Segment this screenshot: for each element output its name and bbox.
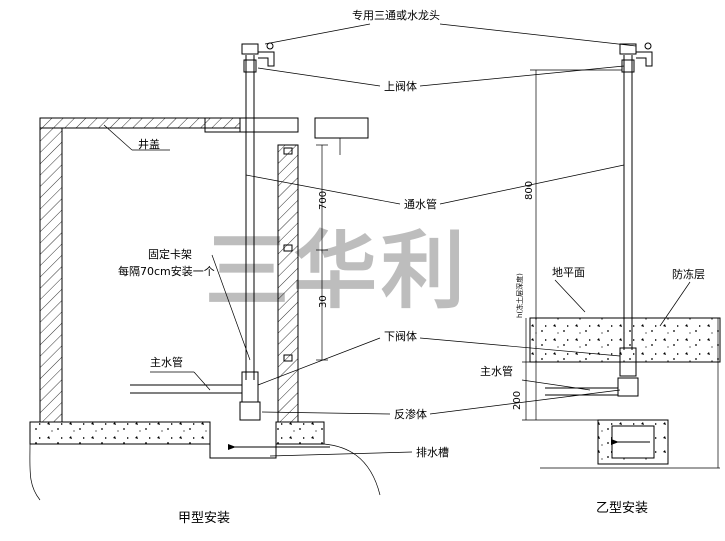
leader-pipe-a (245, 174, 401, 205)
label-anti-seep: 反渗体 (394, 407, 427, 421)
label-upper-valve: 上阀体 (384, 79, 417, 93)
leader-faucet-a (264, 23, 371, 45)
sink (314, 117, 369, 139)
right-wall (277, 144, 299, 423)
faucet-spout-b (636, 51, 653, 67)
leader-pipe-b (439, 164, 625, 205)
label-main-pipe-a: 主水管 (150, 355, 183, 369)
label-bracket-1: 固定卡架 (148, 247, 192, 261)
leader-lower-a (257, 337, 381, 386)
leader-ground (554, 279, 586, 313)
leader-main-a2 (193, 371, 211, 391)
cover-frame-right (239, 117, 299, 133)
watermark: 三华利 (205, 222, 469, 320)
type-a-assembly (29, 42, 381, 501)
ground-curves (29, 443, 381, 501)
faucet-body (241, 43, 259, 55)
dim-800: 800 (524, 181, 535, 200)
leader-bracket (211, 254, 251, 361)
frost-depth-label: h(冻土层深度) (515, 273, 524, 318)
dim-700: 700 (318, 191, 329, 210)
leader-upper-a (257, 67, 381, 87)
label-well-cover: 井盖 (138, 137, 160, 151)
label-main-pipe-b: 主水管 (480, 364, 513, 378)
leader-lower-b (419, 337, 621, 357)
label-drain-channel: 排水槽 (416, 445, 449, 459)
leader-cover (103, 124, 133, 151)
anti-seep-body (239, 401, 261, 421)
label-frost-layer: 防冻层 (672, 267, 705, 281)
anti-seep-body-b (617, 377, 639, 397)
dim-200: 200 (512, 391, 523, 410)
faucet-handle-b (644, 42, 652, 50)
leader-main-b (521, 379, 591, 391)
lower-valve-b (619, 347, 637, 377)
upper-valve-b (621, 59, 635, 73)
leader-lines (103, 23, 691, 457)
leader-anti-a (261, 411, 391, 415)
faucet-spout (258, 51, 275, 67)
leader-frost (659, 281, 691, 327)
label-ground: 地平面 (552, 266, 585, 279)
label-through-pipe: 通水管 (404, 197, 437, 211)
label-lower-valve: 下阀体 (384, 329, 417, 343)
frost-layer-block (529, 317, 721, 363)
bracket-1 (283, 147, 293, 155)
leader-anti-b (429, 389, 621, 415)
leader-upper-b (419, 65, 625, 87)
leader-faucet-b (439, 23, 637, 47)
leader-drain (269, 451, 413, 457)
label-bracket-2: 每隔70cm安装一个 (118, 264, 215, 278)
upper-valve (243, 59, 257, 73)
faucet-body-b (619, 43, 637, 55)
caption-type-a: 甲型安装 (178, 511, 230, 526)
faucet-handle (266, 42, 274, 50)
left-wall (39, 127, 63, 423)
bracket-3 (283, 354, 293, 362)
lower-valve (241, 371, 259, 403)
base-slab-left (29, 421, 211, 445)
base-slab-right (275, 421, 325, 445)
caption-type-b: 乙型安装 (596, 501, 648, 516)
bracket-2 (283, 244, 293, 252)
label-faucet: 专用三通或水龙头 (352, 8, 440, 22)
type-b-assembly (522, 42, 721, 469)
drain-pit (209, 422, 277, 459)
well-cover (39, 117, 241, 129)
dim-30: 30 (318, 295, 329, 308)
